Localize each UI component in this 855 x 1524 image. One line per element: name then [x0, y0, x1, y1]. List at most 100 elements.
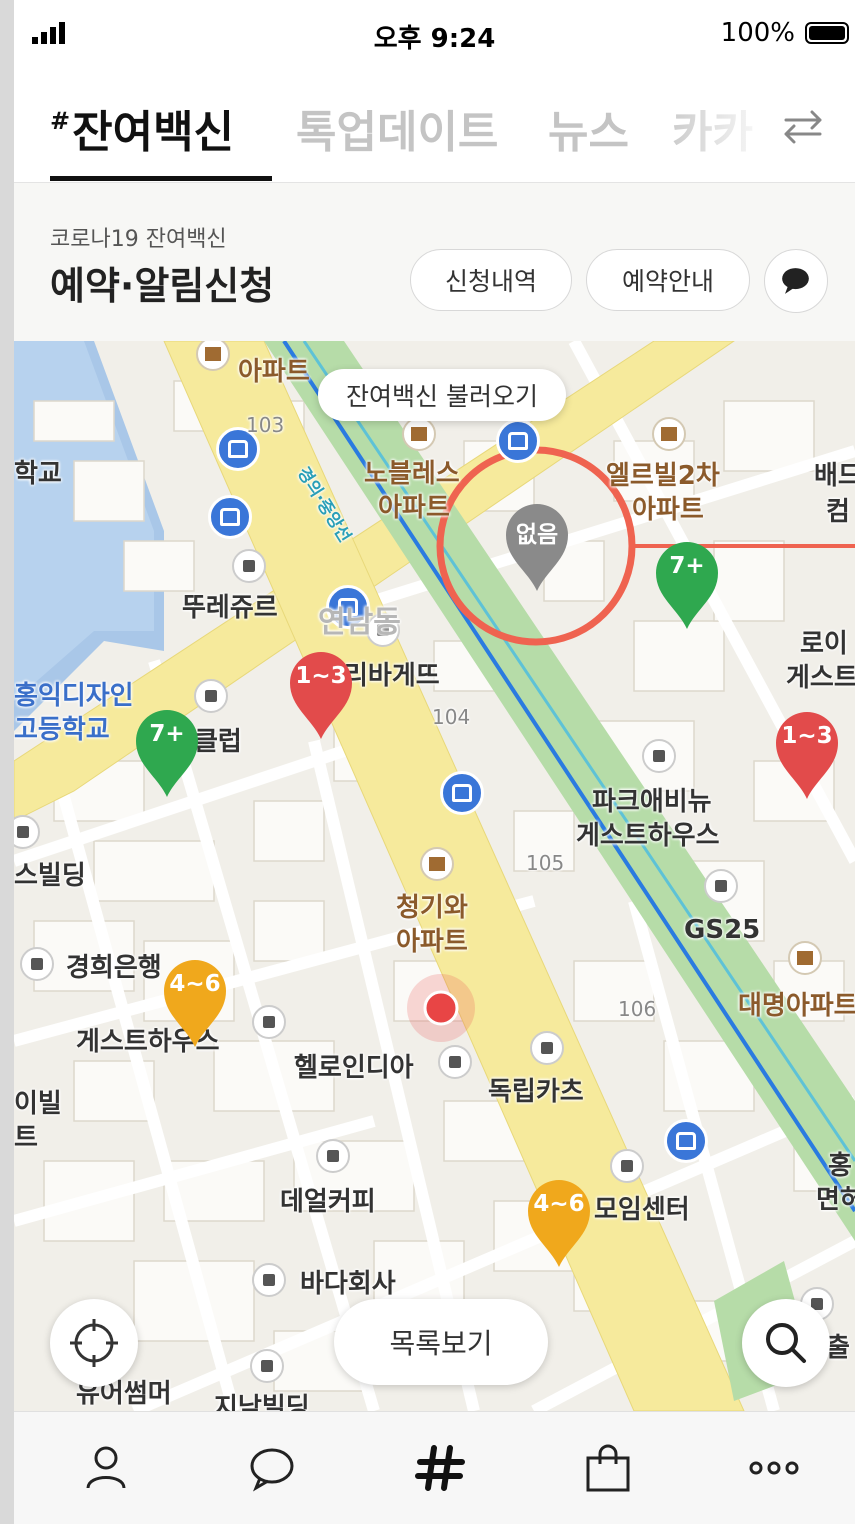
map-label-kyunghee: 경희은행	[66, 953, 162, 983]
list-view-button[interactable]: 목록보기	[334, 1299, 548, 1385]
battery-percent: 100%	[720, 18, 795, 48]
bank-icon	[20, 947, 54, 981]
guesthouse-icon	[642, 739, 676, 773]
map-label-elle-1: 엘르빌2차	[606, 461, 720, 491]
signal-icon	[32, 22, 65, 44]
map-label-hongik-1: 홍익디자인	[14, 681, 134, 711]
vaccine-pin-7plus[interactable]: 7+	[652, 537, 722, 631]
map-label-dokrip: 독립카츠	[488, 1077, 584, 1107]
history-button[interactable]: 신청내역	[410, 249, 572, 311]
status-bar: 오후 9:24 100%	[14, 0, 855, 72]
active-tab-indicator	[50, 176, 272, 181]
place-icon	[194, 679, 228, 713]
vaccine-map[interactable]: 아파트 노블레스 아파트 엘르빌2차 아파트 배드 컴 학교 뚜레쥬르 연남동 …	[14, 341, 855, 1411]
map-label-cheonggi-2: 아파트	[396, 927, 468, 957]
restaurant-icon	[252, 1263, 286, 1297]
apartment-icon	[196, 341, 230, 371]
bus-stop-icon[interactable]	[440, 771, 484, 815]
map-label-noble-1: 노블레스	[364, 459, 460, 489]
building-icon	[250, 1349, 284, 1383]
chat-icon[interactable]	[242, 1438, 302, 1498]
map-label-deol-coffee: 데얼커피	[280, 1187, 376, 1217]
map-label-club: 클럽	[194, 727, 242, 757]
map-label-hello-india: 헬로인디아	[294, 1053, 414, 1083]
building-icon	[14, 815, 40, 849]
phone-screen: 오후 9:24 100% #잔여백신 톡업데이트 뉴스 카카	[14, 0, 855, 1524]
map-label-school: 학교	[14, 459, 62, 489]
apartment-icon	[420, 847, 454, 881]
map-label-106: 106	[618, 997, 657, 1021]
place-icon	[610, 1149, 644, 1183]
map-label-bada: 바다회사	[300, 1269, 396, 1299]
restaurant-icon	[530, 1031, 564, 1065]
map-label-hong-right: 홍	[828, 1151, 852, 1181]
map-label-parisb: 리바게뜨	[344, 661, 440, 691]
map-label-noble-2: 아파트	[378, 493, 450, 523]
convenience-store-icon	[704, 869, 738, 903]
map-label-park-1: 파크애비뉴	[592, 787, 712, 817]
top-tab-bar: #잔여백신 톡업데이트 뉴스 카카	[14, 72, 855, 183]
restaurant-icon	[438, 1045, 472, 1079]
map-label-105: 105	[526, 851, 565, 875]
status-time: 오후 9:24	[373, 24, 496, 54]
chat-button[interactable]	[764, 249, 828, 313]
bus-stop-icon[interactable]	[664, 1119, 708, 1163]
reservation-guide-button[interactable]: 예약안내	[586, 249, 750, 311]
vaccine-pin-7plus[interactable]: 7+	[132, 705, 202, 799]
bus-stop-icon[interactable]	[326, 585, 370, 629]
bakery-icon	[232, 549, 266, 583]
map-label-park-2: 게스트하우스	[576, 821, 720, 851]
tab-news[interactable]: 뉴스	[548, 107, 629, 158]
map-label-ibil-1: 이빌	[14, 1089, 62, 1119]
more-icon[interactable]	[744, 1438, 804, 1498]
map-label-roi: 로이	[800, 629, 848, 659]
swap-arrows-icon[interactable]	[778, 102, 828, 152]
bus-stop-icon[interactable]	[216, 427, 260, 471]
battery-icon	[805, 22, 849, 44]
bakery-icon	[366, 613, 400, 647]
apartment-icon	[788, 941, 822, 975]
map-label-elle-2: 아파트	[632, 495, 704, 525]
map-label-baedal: 배드	[814, 461, 855, 491]
apartment-icon	[652, 417, 686, 451]
map-label-apartment: 아파트	[238, 357, 310, 387]
map-label-cheonggi-1: 청기와	[396, 893, 468, 923]
map-label-moim: 모임센터	[594, 1195, 690, 1225]
tab-talk-update[interactable]: 톡업데이트	[296, 107, 499, 158]
map-label-daemyung: 대명아파트	[738, 991, 855, 1021]
current-location-button[interactable]	[50, 1299, 138, 1387]
map-label-district: 연남동	[318, 605, 401, 640]
tab-fade	[654, 72, 774, 180]
profile-icon[interactable]	[76, 1438, 136, 1498]
map-label-ibil-2: 트	[14, 1123, 38, 1153]
apartment-icon	[402, 417, 436, 451]
map-search-button[interactable]	[742, 1299, 830, 1387]
search-icon	[766, 1323, 806, 1363]
page-title: 예약·알림신청	[50, 264, 275, 308]
vaccine-header: 코로나19 잔여백신 예약·알림신청 신청내역 예약안내	[14, 183, 855, 341]
header-subtitle: 코로나19 잔여백신	[50, 227, 227, 252]
map-label-103: 103	[246, 413, 285, 437]
crosshair-icon	[70, 1319, 118, 1367]
shopping-bag-icon[interactable]	[578, 1438, 638, 1498]
vaccine-pin-1to3[interactable]: 1~3	[286, 647, 356, 741]
vaccine-pin-1to3[interactable]: 1~3	[772, 707, 842, 801]
load-vaccine-button[interactable]: 잔여백신 불러오기	[318, 369, 566, 421]
vaccine-pin-4to6[interactable]: 4~6	[160, 955, 230, 1049]
map-label-keom: 컴	[826, 497, 850, 527]
tab-remaining-vaccine[interactable]: #잔여백신	[50, 107, 235, 158]
bus-stop-icon[interactable]	[208, 495, 252, 539]
guesthouse-icon	[252, 1005, 286, 1039]
map-base	[14, 341, 855, 1411]
map-label-license: 면허	[816, 1185, 855, 1215]
hashtag-icon[interactable]	[410, 1438, 470, 1498]
map-label-gs25: GS25	[684, 915, 761, 945]
map-label-ttureju: 뚜레쥬르	[182, 593, 278, 623]
bus-stop-icon[interactable]	[496, 419, 540, 463]
vaccine-pin-4to6[interactable]: 4~6	[524, 1175, 594, 1269]
speech-bubble-icon	[782, 268, 809, 294]
map-label-building: 스빌딩	[14, 861, 86, 891]
map-label-104: 104	[432, 705, 471, 729]
cafe-icon	[316, 1139, 350, 1173]
vaccine-pin-none[interactable]: 없음	[502, 499, 572, 593]
